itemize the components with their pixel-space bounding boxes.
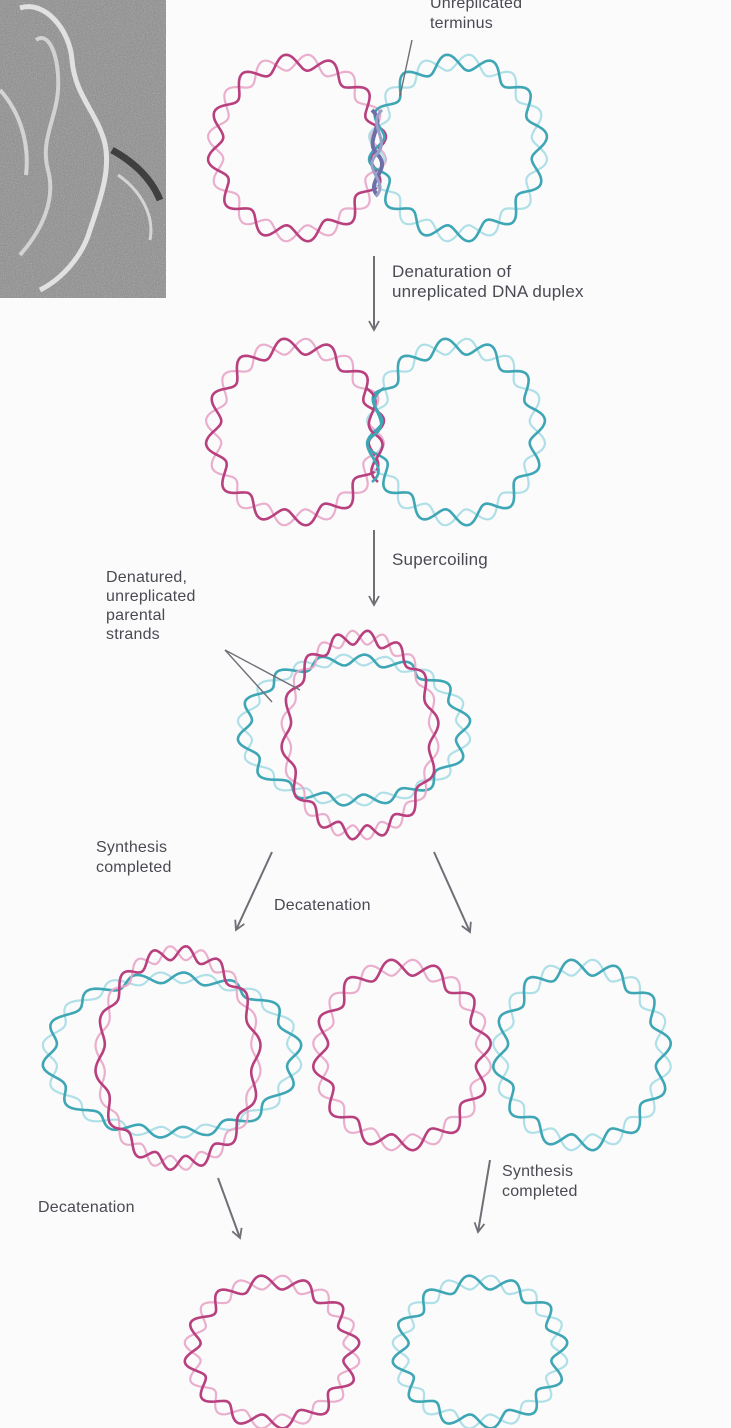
label-decatenation-mid: Decatenation xyxy=(274,896,371,916)
stage4-left-cyan-ring-strand-a xyxy=(43,973,301,1138)
stage1-right-ring-strand-a xyxy=(369,55,547,241)
stage3-cyan-ring-strand-b xyxy=(238,655,470,806)
stage1-right-ring-strand-b xyxy=(369,55,547,241)
stage4-right-magenta-ring-strand-a xyxy=(313,960,490,1150)
label-synthesis-completed-left: Synthesis completed xyxy=(96,838,172,878)
label-denatured-strands: Denatured, unreplicated parental strands xyxy=(106,568,196,644)
label-synthesis-completed-right: Synthesis completed xyxy=(502,1162,578,1202)
stage5-magenta-ring-strand-a xyxy=(185,1276,359,1428)
stage2-left-ring-strand-b xyxy=(206,339,384,525)
stage5-cyan-ring-strand-a xyxy=(393,1276,567,1428)
arrow-decatenation-mid-shaft xyxy=(434,852,470,932)
label-denaturation-duplex: Denaturation of unreplicated DNA duplex xyxy=(392,262,584,302)
arrow-synthesis-right-shaft xyxy=(478,1160,490,1232)
label-decatenation-left: Decatenation xyxy=(38,1198,135,1218)
electron-micrograph xyxy=(0,0,166,298)
stage3-cyan-ring-strand-a xyxy=(238,655,470,806)
stage4-left-cyan-ring-strand-b xyxy=(43,973,301,1138)
stage2-left-ring-strand-a xyxy=(206,339,384,525)
stage2-right-ring-strand-a xyxy=(367,339,545,525)
denatured-leader-a xyxy=(225,650,272,702)
stage5-cyan-ring-strand-b xyxy=(393,1276,567,1428)
stage4-right-magenta-ring-strand-b xyxy=(313,960,490,1150)
stage1-left-ring-strand-b xyxy=(208,55,386,241)
stage5-magenta-ring-strand-b xyxy=(185,1276,359,1428)
arrow-decatenation-left-shaft xyxy=(218,1178,240,1238)
stage1-left-ring-strand-a xyxy=(208,55,386,241)
stage4-right-cyan-ring-strand-a xyxy=(493,960,670,1150)
stage4-right-cyan-ring-strand-b xyxy=(493,960,670,1150)
label-unreplicated-terminus: Unreplicated terminus xyxy=(430,0,522,34)
arrow-synthesis-left-shaft xyxy=(236,852,272,930)
label-supercoiling: Supercoiling xyxy=(392,550,488,570)
stage2-right-ring-strand-b xyxy=(367,339,545,525)
